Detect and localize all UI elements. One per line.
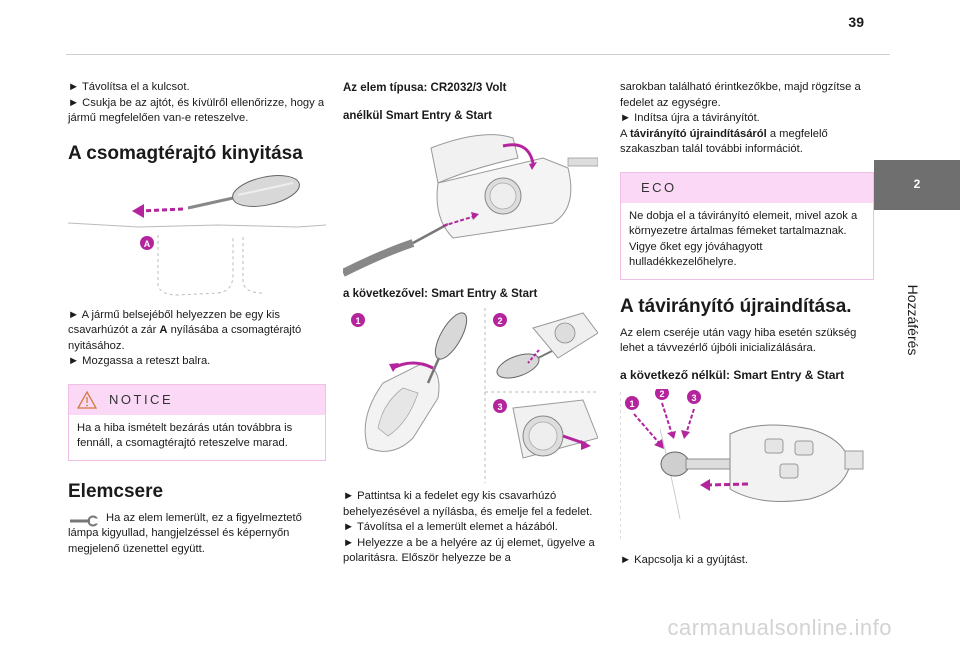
- battery-type: Az elem típusa: CR2032/3 Volt: [343, 82, 507, 94]
- page-number: 39: [848, 14, 864, 30]
- section-title: Hozzáférés: [905, 284, 921, 356]
- intro-step-2: ► Csukja be az ajtót, és kívülről ellenő…: [68, 96, 325, 125]
- notice-box: NOTICE Ha a hiba ismételt bezárás után t…: [68, 383, 326, 461]
- column-left: ► Távolítsa el a kulcsot. ► Csukja be az…: [68, 80, 326, 557]
- battery-warning-text: Ha az elem lemerült, ez a figyelmeztető …: [68, 511, 302, 555]
- column-middle: Az elem típusa: CR2032/3 Volt anélkül Sm…: [343, 80, 598, 567]
- reset-reference: A távirányító újraindításáról a megfelel…: [620, 127, 828, 156]
- key-battery-illustration-with-smart-entry: 1 2 3: [343, 308, 598, 483]
- trunk-step-1: ► A jármű belsejéből helyezzen be egy ki…: [68, 308, 302, 352]
- eco-text: Ne dobja el a távirányító elemeit, mivel…: [629, 209, 858, 269]
- notice-text: Ha a hiba ismételt bezárás után továbbra…: [77, 421, 293, 450]
- trunk-lock-illustration: A: [68, 174, 326, 300]
- subheading-with-smart-entry: a következővel: Smart Entry & Start: [343, 288, 538, 300]
- eco-title: ECO: [641, 179, 677, 195]
- heading-reset: A távirányító újraindítása.: [620, 295, 852, 317]
- reset-callout-2-label: 2: [659, 389, 664, 399]
- callout-a-label: A: [144, 239, 151, 249]
- reset-callout-3-label: 3: [691, 393, 696, 403]
- notice-title: NOTICE: [109, 392, 174, 407]
- heading-trunk: A csomagtérajtó kinyitása: [68, 142, 303, 164]
- wrench-warning-icon: [70, 515, 99, 526]
- intro-step-1: ► Távolítsa el a kulcsot.: [68, 81, 190, 93]
- reset-text: Az elem cseréje után vagy hiba esetén sz…: [620, 326, 857, 355]
- watermark: carmanualsonline.info: [667, 615, 892, 640]
- column-right: sarokban található érintkezőkbe, majd rö…: [620, 80, 874, 568]
- heading-battery: Elemcsere: [68, 480, 164, 502]
- key-reset-illustration: 1 2 3: [620, 388, 874, 549]
- final-step: ► Kapcsolja ki a gyújtást.: [620, 553, 748, 566]
- warning-triangle-icon: [77, 390, 97, 409]
- battery-step-c: ► Helyezze a be a helyére az új elemet, …: [343, 536, 595, 565]
- battery-step-a: ► Pattintsa ki a fedelet egy kis csavarh…: [343, 490, 593, 518]
- key-battery-illustration-without-smart-entry: [343, 128, 598, 278]
- subheading-reset-without-smart-entry: a következő nélkül: Smart Entry & Start: [620, 367, 845, 382]
- trunk-step-2: ► Mozgassa a reteszt balra.: [68, 355, 211, 367]
- section-title-vertical: Hozzáférés: [903, 262, 923, 382]
- reset-callout-1-label: 1: [629, 399, 634, 409]
- callout-2-label: 2: [497, 316, 502, 326]
- top-rule: [66, 54, 890, 55]
- battery-step-b: ► Távolítsa el a lemerült elemet a házáb…: [343, 521, 558, 533]
- section-tab-number: 2: [913, 177, 921, 191]
- battery-step-c-continued: sarokban található érintkezőkbe, majd rö…: [620, 81, 861, 109]
- eco-box: ECO Ne dobja el a távirányító elemeit, m…: [620, 171, 874, 280]
- callout-3-label: 3: [497, 402, 502, 412]
- callout-1-label: 1: [355, 316, 360, 326]
- subheading-without-smart-entry: anélkül Smart Entry & Start: [343, 110, 492, 122]
- restart-step: ► Indítsa újra a távirányítót.: [620, 112, 760, 124]
- section-tab[interactable]: 2: [874, 160, 960, 210]
